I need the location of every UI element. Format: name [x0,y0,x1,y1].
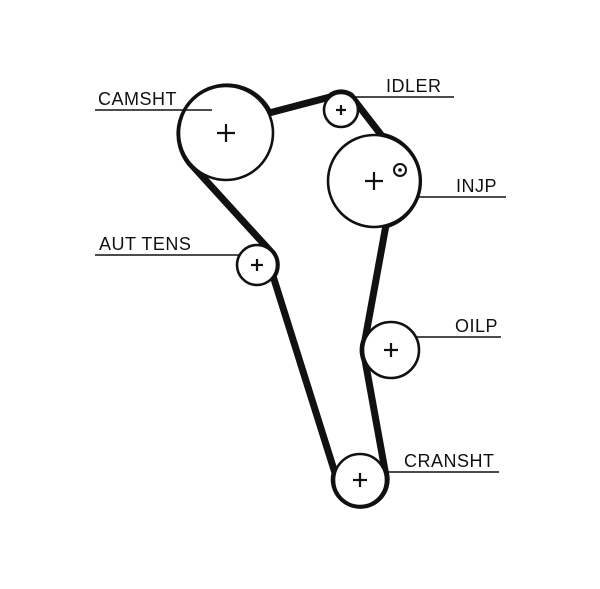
oilp-label: OILP [455,316,498,336]
auto-tensioner-pulley [235,243,279,287]
injection-pump-pulley [326,133,422,229]
camshaft-pulley [177,84,275,182]
oil-pump-pulley [361,320,421,380]
idler-label: IDLER [386,76,442,96]
crankshaft-pulley [332,452,388,508]
cransht-label: CRANSHT [404,451,495,471]
aut-tens-label: AUT TENS [99,234,191,254]
camsht-label: CAMSHT [98,89,177,109]
injp-label: INJP [456,176,497,196]
injection-pump-bolt-dot [398,168,402,172]
idler-pulley [322,91,360,129]
